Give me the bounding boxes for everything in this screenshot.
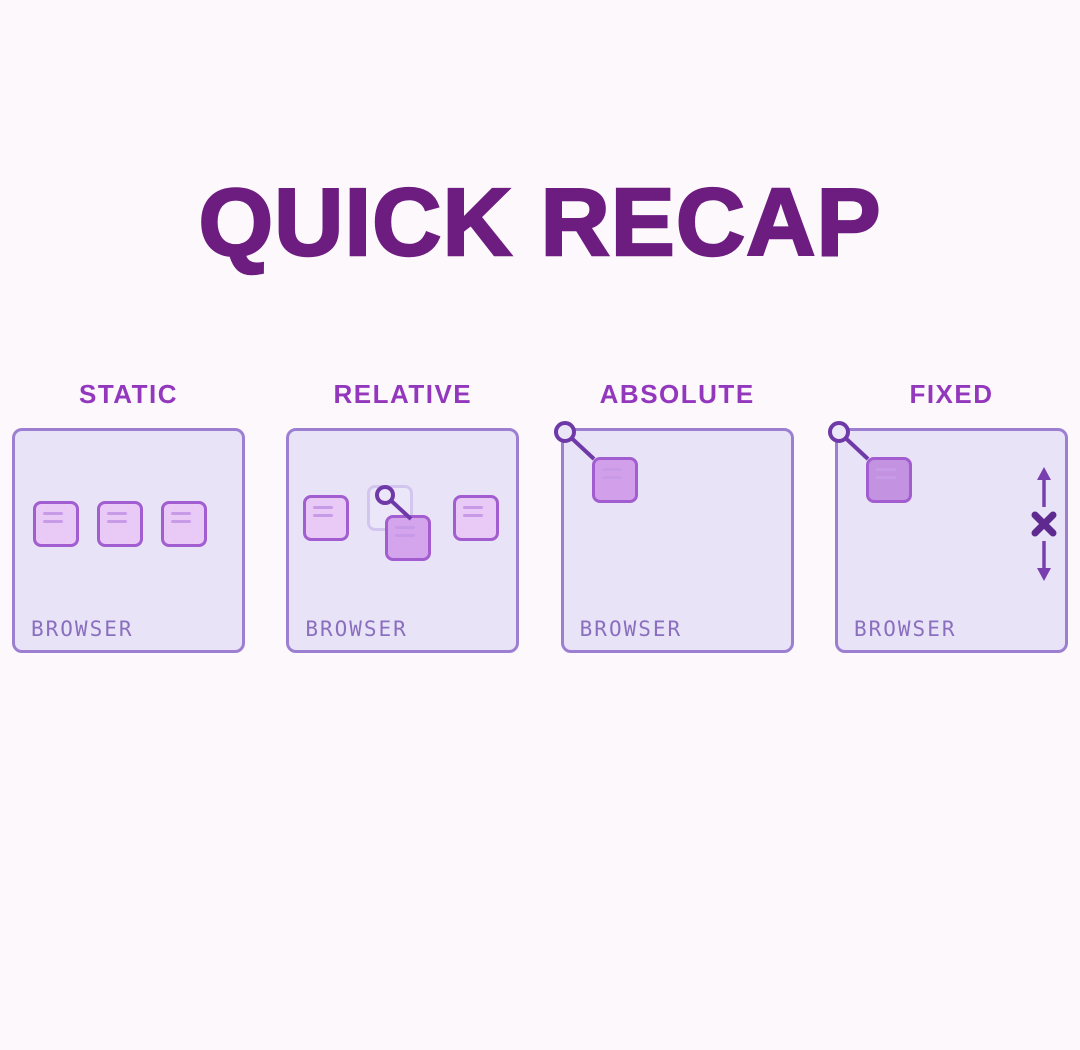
relative-box-2-offset <box>385 515 432 561</box>
anchor-pin-icon <box>375 485 413 521</box>
positioning-panels-row: STATIC BROWSER RELATIVE BROWSER ABSOLUTE <box>0 379 1080 653</box>
static-browser-box: BROWSER <box>12 428 245 653</box>
anchor-pin-icon <box>553 421 596 461</box>
relative-box-3 <box>453 495 500 541</box>
panel-fixed: FIXED BROWSER <box>827 379 1068 653</box>
panel-fixed-label: FIXED <box>909 379 994 409</box>
static-box-3 <box>161 501 207 547</box>
page-title: QUICK RECAP <box>197 169 882 276</box>
static-box-1 <box>33 501 79 547</box>
static-box-2 <box>97 501 143 547</box>
browser-label: BROWSER <box>853 617 957 641</box>
panel-static-label: STATIC <box>78 379 179 409</box>
panel-static: STATIC BROWSER <box>12 379 245 653</box>
absolute-browser-box: BROWSER <box>553 421 794 653</box>
panel-absolute: ABSOLUTE BROWSER <box>553 379 794 653</box>
fixed-positioned-box <box>865 457 912 503</box>
relative-box-1 <box>303 495 350 541</box>
panel-absolute-label: ABSOLUTE <box>599 379 755 409</box>
panel-relative: RELATIVE BROWSER <box>286 379 520 653</box>
browser-label: BROWSER <box>305 617 408 641</box>
panel-relative-label: RELATIVE <box>333 379 473 409</box>
vertical-scroll-lock-icon <box>1031 467 1057 581</box>
fixed-browser-box: BROWSER <box>827 421 1068 653</box>
browser-label: BROWSER <box>579 617 683 641</box>
anchor-pin-icon <box>827 421 870 461</box>
browser-label: BROWSER <box>31 617 134 641</box>
absolute-positioned-box <box>591 457 638 503</box>
relative-browser-box: BROWSER <box>286 428 520 653</box>
